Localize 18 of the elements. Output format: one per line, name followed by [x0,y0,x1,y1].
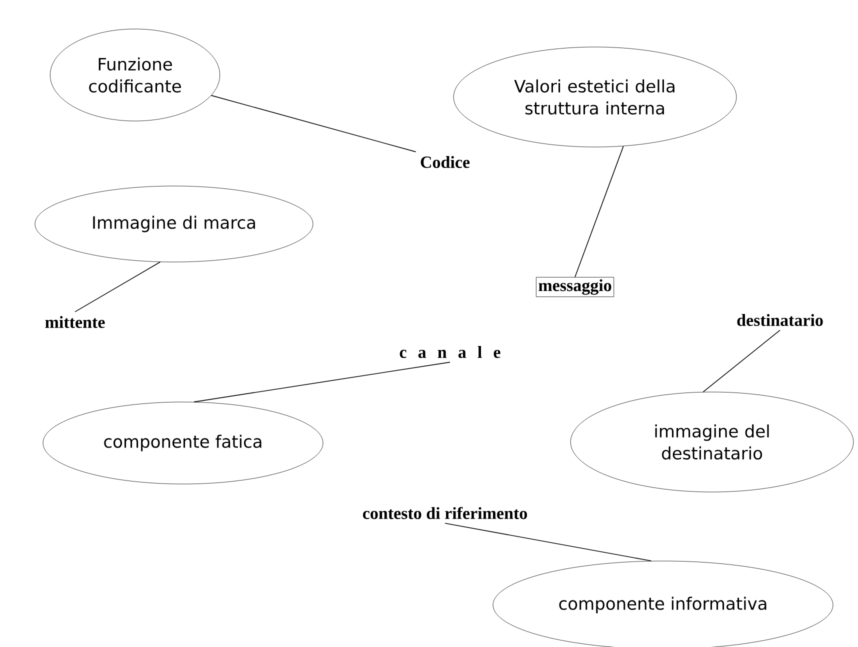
leader-line [444,522,652,562]
ellipse-bubble: componente informativa [492,560,834,647]
concept-label: mittente [45,316,105,328]
ellipse-bubble: Valori estetici della struttura interna [453,46,737,148]
leader-line [702,330,780,392]
concept-label: destinatario [737,314,823,326]
ellipse-bubble: componente fatica [42,402,324,484]
concept-label: contesto di riferimento [362,506,527,520]
ellipse-bubble: Immagine di marca [34,186,314,262]
leader-line [194,362,450,402]
message-box: messaggio [536,277,614,297]
concept-label: c a n a l e [400,346,500,358]
leader-line [74,262,161,312]
leader-line [210,95,416,152]
ellipse-bubble: Funzione codificante [50,28,220,122]
leader-line [574,146,624,278]
ellipse-bubble: immagine del destinatario [570,392,854,492]
concept-label: Codice [420,156,470,168]
